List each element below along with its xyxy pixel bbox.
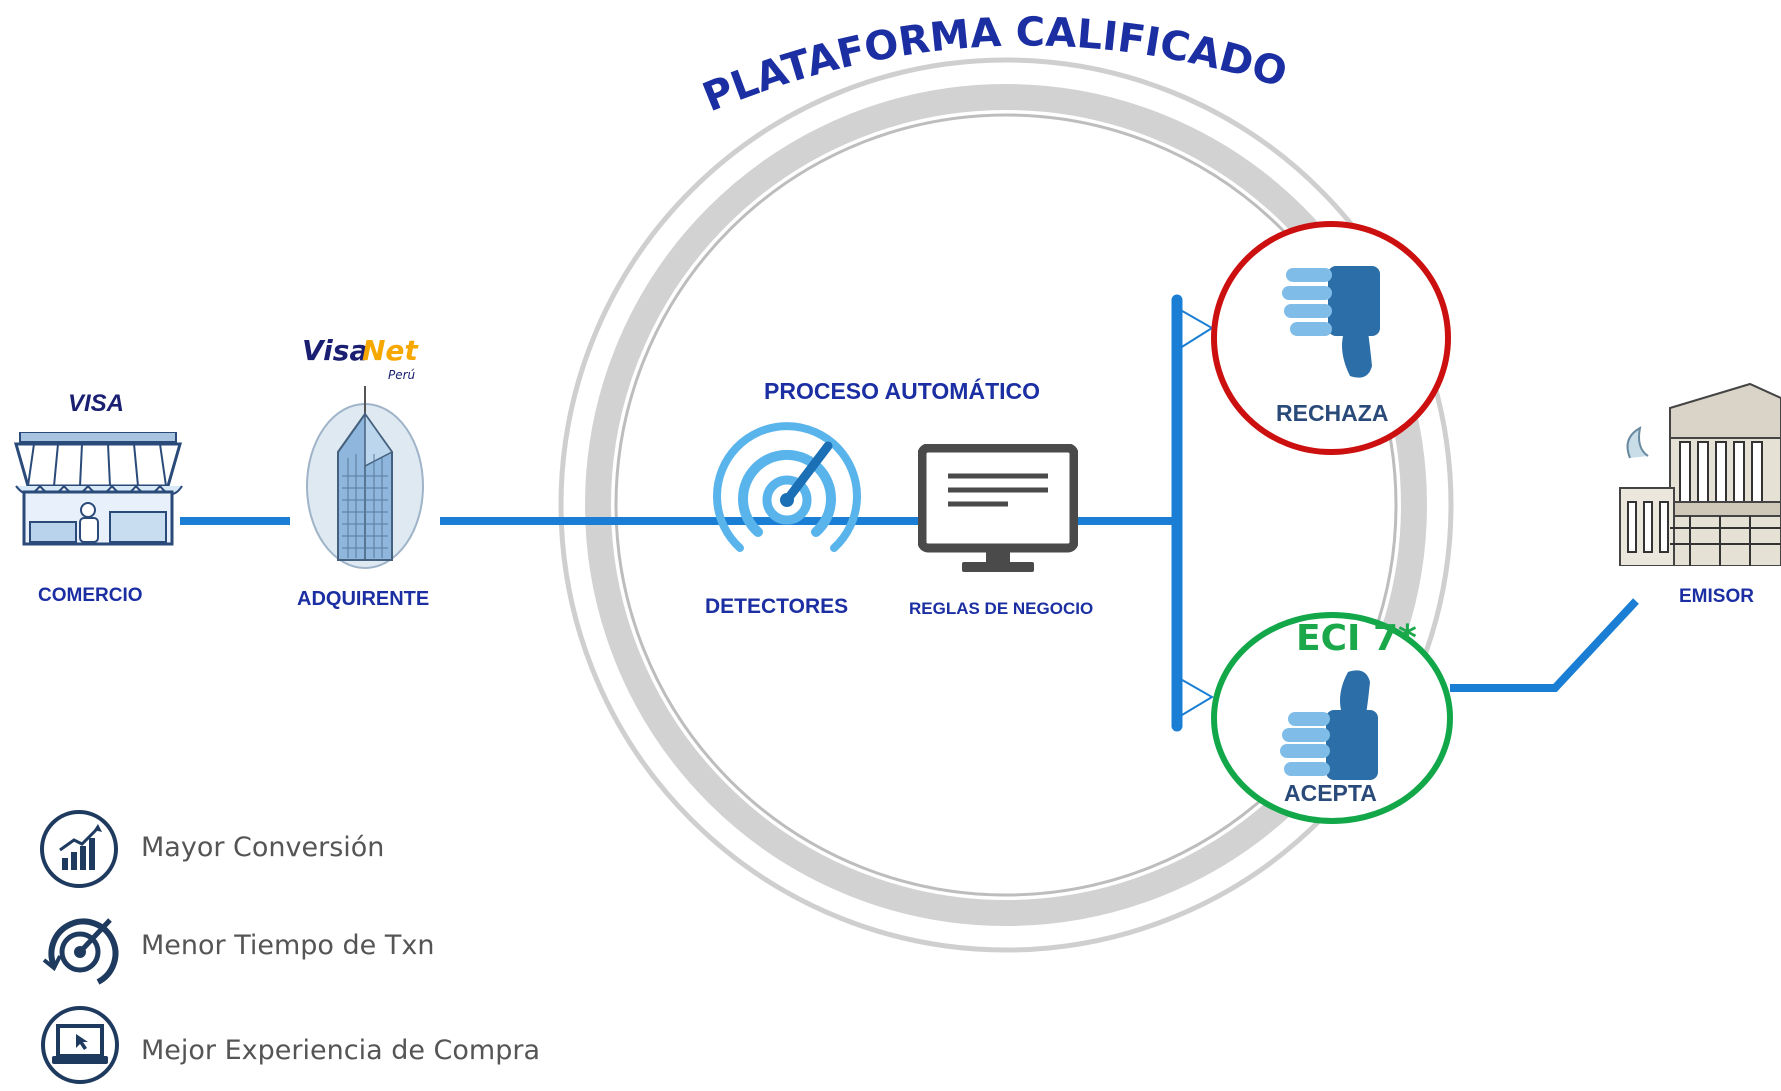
benefit-row-1 — [38, 908, 128, 990]
platform-title-text: PLATAFORMA CALIFICADORA — [0, 0, 1292, 121]
thumbs-up-icon — [1280, 670, 1378, 780]
platform-ring — [585, 84, 1427, 926]
emisor-label: EMISOR — [1679, 586, 1754, 607]
adquirente-label: ADQUIRENTE — [297, 588, 430, 610]
visanet-logo-visa: Visa — [302, 334, 369, 367]
rechaza-label: RECHAZA — [1276, 400, 1389, 426]
speed-target-icon — [42, 918, 119, 985]
comercio-label: COMERCIO — [38, 585, 143, 606]
benefit-row-0 — [38, 808, 128, 890]
acepta-label: ACEPTA — [1284, 780, 1377, 806]
benefit-row-2 — [38, 1004, 128, 1086]
rechaza-circle — [1211, 221, 1451, 455]
monitor-icon — [918, 444, 1078, 572]
inner-ring — [614, 113, 1398, 897]
visanet-logo: Visa Net Perú — [300, 334, 420, 382]
arrow-to-acepta — [1176, 676, 1214, 719]
outer-ring — [558, 57, 1454, 953]
bank-building-icon — [1619, 382, 1781, 566]
visanet-logo-net: Net — [362, 334, 418, 367]
growth-chart-icon — [40, 810, 118, 888]
reglas-label: REGLAS DE NEGOCIO — [909, 599, 1094, 618]
visa-logo-text: VISA — [68, 390, 125, 417]
detectores-label: DETECTORES — [705, 595, 849, 618]
radar-icon — [713, 422, 861, 552]
laptop-click-icon — [41, 1006, 119, 1084]
benefit-text-1: Menor Tiempo de Txn — [141, 930, 435, 961]
skyscraper-icon — [306, 386, 424, 569]
process-title: PROCESO AUTOMÁTICO — [764, 378, 1041, 404]
benefit-text-2: Mejor Experiencia de Compra — [141, 1035, 540, 1066]
benefit-text-0: Mayor Conversión — [141, 832, 385, 863]
visanet-logo-peru: Perú — [388, 368, 416, 382]
storefront-icon — [14, 432, 183, 546]
thumbs-down-icon — [1282, 266, 1380, 378]
platform-title: PLATAFORMA CALIFICADORA — [0, 0, 1292, 121]
flow-line-emisor — [1450, 598, 1639, 692]
eci-badge: ECI 7* — [1296, 618, 1417, 659]
